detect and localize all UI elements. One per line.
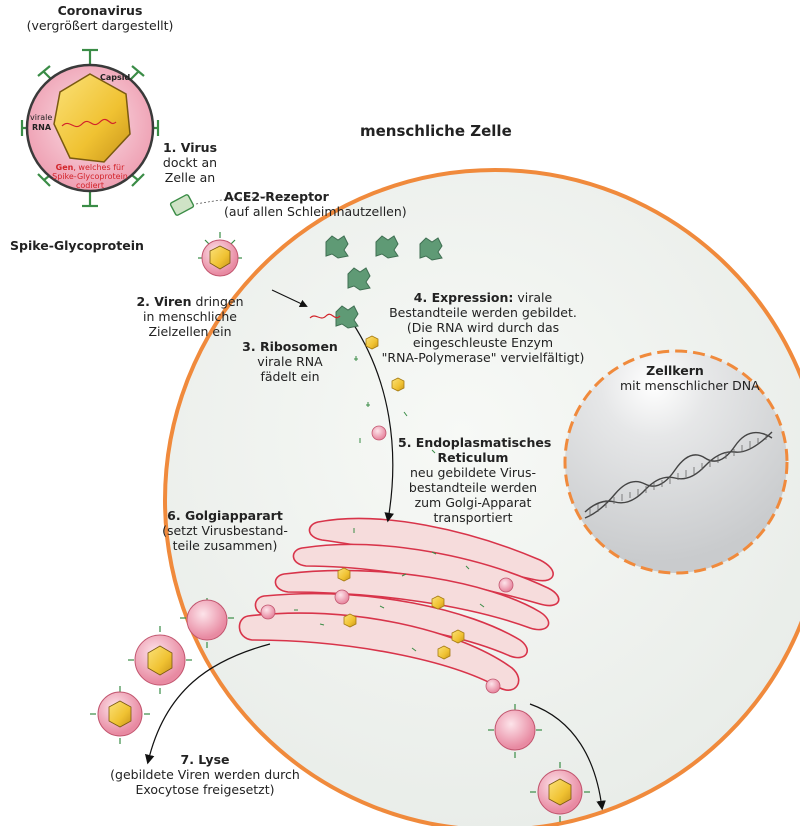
step-4-line4: eingeschleuste Enzym bbox=[412, 335, 554, 350]
spike-label: Spike-Glycoprotein bbox=[10, 238, 144, 253]
step-6-bold: 6. Golgiapparart bbox=[167, 508, 283, 523]
gene-label-bold: Gen bbox=[55, 163, 74, 172]
virus-entering bbox=[198, 232, 242, 277]
step-1-label: 1. Virus dockt an Zelle an bbox=[160, 140, 220, 185]
step-7-label: 7. Lyse (gebildete Viren werden durch Ex… bbox=[105, 752, 305, 797]
step-2-line3: Zielzellen ein bbox=[148, 324, 232, 339]
step-3-label: 3. Ribosomen virale RNA fädelt ein bbox=[240, 339, 340, 384]
step-1-line2: dockt an bbox=[162, 155, 218, 170]
rna-label-2: RNA bbox=[32, 123, 52, 132]
nucleus-label: Zellkern mit menschlicher DNA bbox=[620, 363, 760, 393]
capsid-fragments bbox=[337, 335, 465, 660]
capsid-label: Capsid bbox=[100, 73, 131, 82]
step-3-line3: fädelt ein bbox=[260, 369, 320, 384]
step-2-bold: 2. Viren bbox=[136, 294, 192, 309]
gene-label: Gen, welches für Spike-Glycoprotein codi… bbox=[48, 163, 132, 190]
receptor-label: ACE2-Rezeptor (auf allen Schleimhautzell… bbox=[224, 189, 407, 219]
receptor-title: ACE2-Rezeptor bbox=[224, 189, 329, 204]
dna-helix-icon bbox=[584, 431, 773, 519]
step-4-label: 4. Expression: virale Bestandteile werde… bbox=[378, 290, 588, 365]
step-3-line2: virale RNA bbox=[257, 354, 323, 369]
nucleus-sub: mit menschlicher DNA bbox=[620, 378, 760, 393]
ace2-receptor bbox=[169, 194, 195, 216]
vesicles bbox=[260, 425, 514, 694]
step-2-label: 2. Viren dringen in menschliche Zielzell… bbox=[130, 294, 250, 339]
step-5-line3: neu gebildete Virus- bbox=[409, 465, 537, 480]
lysis-arrow-left bbox=[144, 643, 271, 765]
spike-fragments bbox=[294, 356, 485, 652]
gene-label-2: Spike-Glycoprotein bbox=[52, 172, 128, 181]
step-2-line2: in menschliche bbox=[143, 309, 237, 324]
released-viruses bbox=[90, 598, 590, 822]
step-4-bold: 4. Expression: bbox=[413, 290, 514, 305]
gene-label-rest: , welches für bbox=[73, 163, 125, 172]
step-6-line3: teile zusammen) bbox=[172, 538, 278, 553]
ribosomes bbox=[325, 235, 443, 329]
virus-subtitle: (vergrößert dargestellt) bbox=[26, 18, 174, 33]
step-5-line6: transportiert bbox=[433, 510, 513, 525]
virus-title: Coronavirus bbox=[57, 3, 143, 18]
gene-label-3: codiert bbox=[76, 181, 104, 190]
step-7-bold: 7. Lyse bbox=[180, 752, 230, 767]
lysis-arrow-right bbox=[529, 703, 606, 811]
cell-nucleus bbox=[563, 349, 789, 575]
step-5-bold2: Reticulum bbox=[437, 450, 509, 465]
step-4-line5: "RNA-Polymerase" vervielfältigt) bbox=[381, 350, 585, 365]
step-5-line5: zum Golgi-Apparat bbox=[414, 495, 532, 510]
step-6-label: 6. Golgiapparart (setzt Virusbestand- te… bbox=[160, 508, 290, 553]
step-3-bold: 3. Ribosomen bbox=[242, 339, 338, 354]
receptor-sub: (auf allen Schleimhautzellen) bbox=[224, 204, 407, 219]
er-transport-arrow bbox=[351, 321, 394, 523]
step-7-line2: (gebildete Viren werden durch bbox=[110, 767, 300, 782]
step-6-line2: (setzt Virusbestand- bbox=[162, 523, 288, 538]
step-4-line2: Bestandteile werden gebildet. bbox=[389, 305, 577, 320]
step-2-rest: dringen bbox=[191, 294, 244, 309]
nucleus-title: Zellkern bbox=[646, 363, 704, 378]
step-5-line4: bestandteile werden bbox=[408, 480, 538, 495]
rna-entry-arrow bbox=[271, 289, 308, 308]
cell-title: menschliche Zelle bbox=[360, 122, 512, 140]
step-1-bold: 1. Virus bbox=[162, 140, 218, 155]
rna-label-1: virale bbox=[30, 113, 53, 122]
step-4-line3: (Die RNA wird durch das bbox=[406, 320, 560, 335]
coronavirus-large bbox=[20, 48, 160, 208]
step-5-label: 5. Endoplasmatisches Reticulum neu gebil… bbox=[398, 435, 552, 525]
human-cell bbox=[163, 168, 800, 830]
step-1-line3: Zelle an bbox=[164, 170, 216, 185]
viral-rna-strand bbox=[309, 313, 341, 319]
step-7-line3: Exocytose freigesetzt) bbox=[135, 782, 275, 797]
step-5-bold: 5. Endoplasmatisches bbox=[398, 435, 552, 450]
step-4-rest: virale bbox=[513, 290, 553, 305]
